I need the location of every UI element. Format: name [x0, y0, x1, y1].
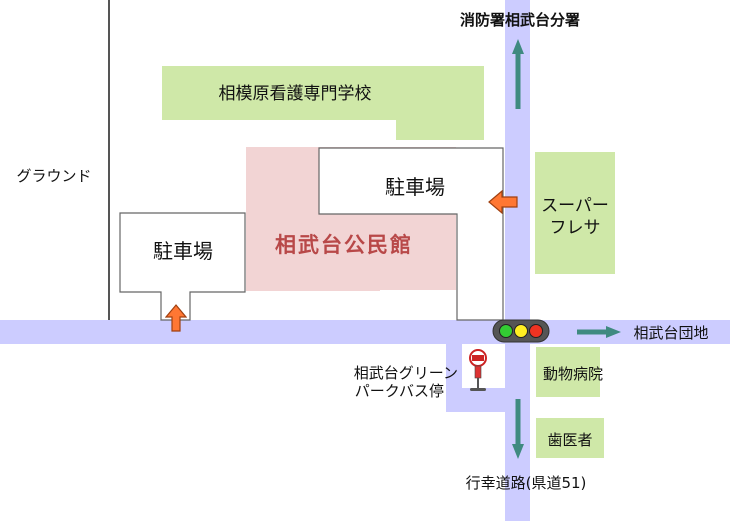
- traffic-light-icon: [492, 319, 550, 347]
- ground-boundary-line: [108, 0, 110, 320]
- danchi-label: 相武台団地: [633, 323, 709, 342]
- bus-stop-side-road-branch: [446, 388, 505, 412]
- entrance-arrow-icon: [165, 304, 187, 332]
- dentist-block: [536, 418, 604, 458]
- community-center-label: 相武台公民館: [275, 233, 413, 257]
- parking-lot-2-outline: [318, 147, 504, 321]
- fire-station-label: 消防署相武台分署: [459, 10, 580, 29]
- animal-hospital-block: [536, 347, 600, 397]
- parking-lot-2-label: 駐車場: [385, 174, 445, 199]
- animal-hospital-label: 動物病院: [542, 364, 603, 383]
- ground-label: グラウンド: [16, 166, 92, 185]
- supermarket-label-line1: スーパー: [541, 195, 609, 216]
- parking-lot-1-label: 駐車場: [153, 238, 213, 263]
- community-center-block-base: [246, 288, 380, 291]
- supermarket-label-line2: フレサ: [549, 217, 601, 238]
- direction-arrow-icon: [576, 325, 622, 339]
- nursing-school-label: 相模原看護専門学校: [218, 83, 372, 104]
- nursing-school-block: [162, 66, 484, 120]
- direction-arrow-icon: [511, 398, 525, 460]
- bus-stop-label-line2: パークバス停: [354, 381, 444, 400]
- supermarket-block: [535, 152, 615, 274]
- road-name-label: 行幸道路(県道51): [465, 473, 587, 492]
- nursing-school-block-ext: [396, 118, 484, 140]
- dentist-label: 歯医者: [547, 430, 593, 449]
- bus-stop-icon: [465, 348, 491, 398]
- entrance-arrow-icon: [488, 190, 518, 214]
- parking-lot-1-outline: [119, 212, 246, 321]
- direction-arrow-icon: [511, 38, 525, 110]
- bus-stop-label-line1: 相武台グリーン: [353, 363, 458, 382]
